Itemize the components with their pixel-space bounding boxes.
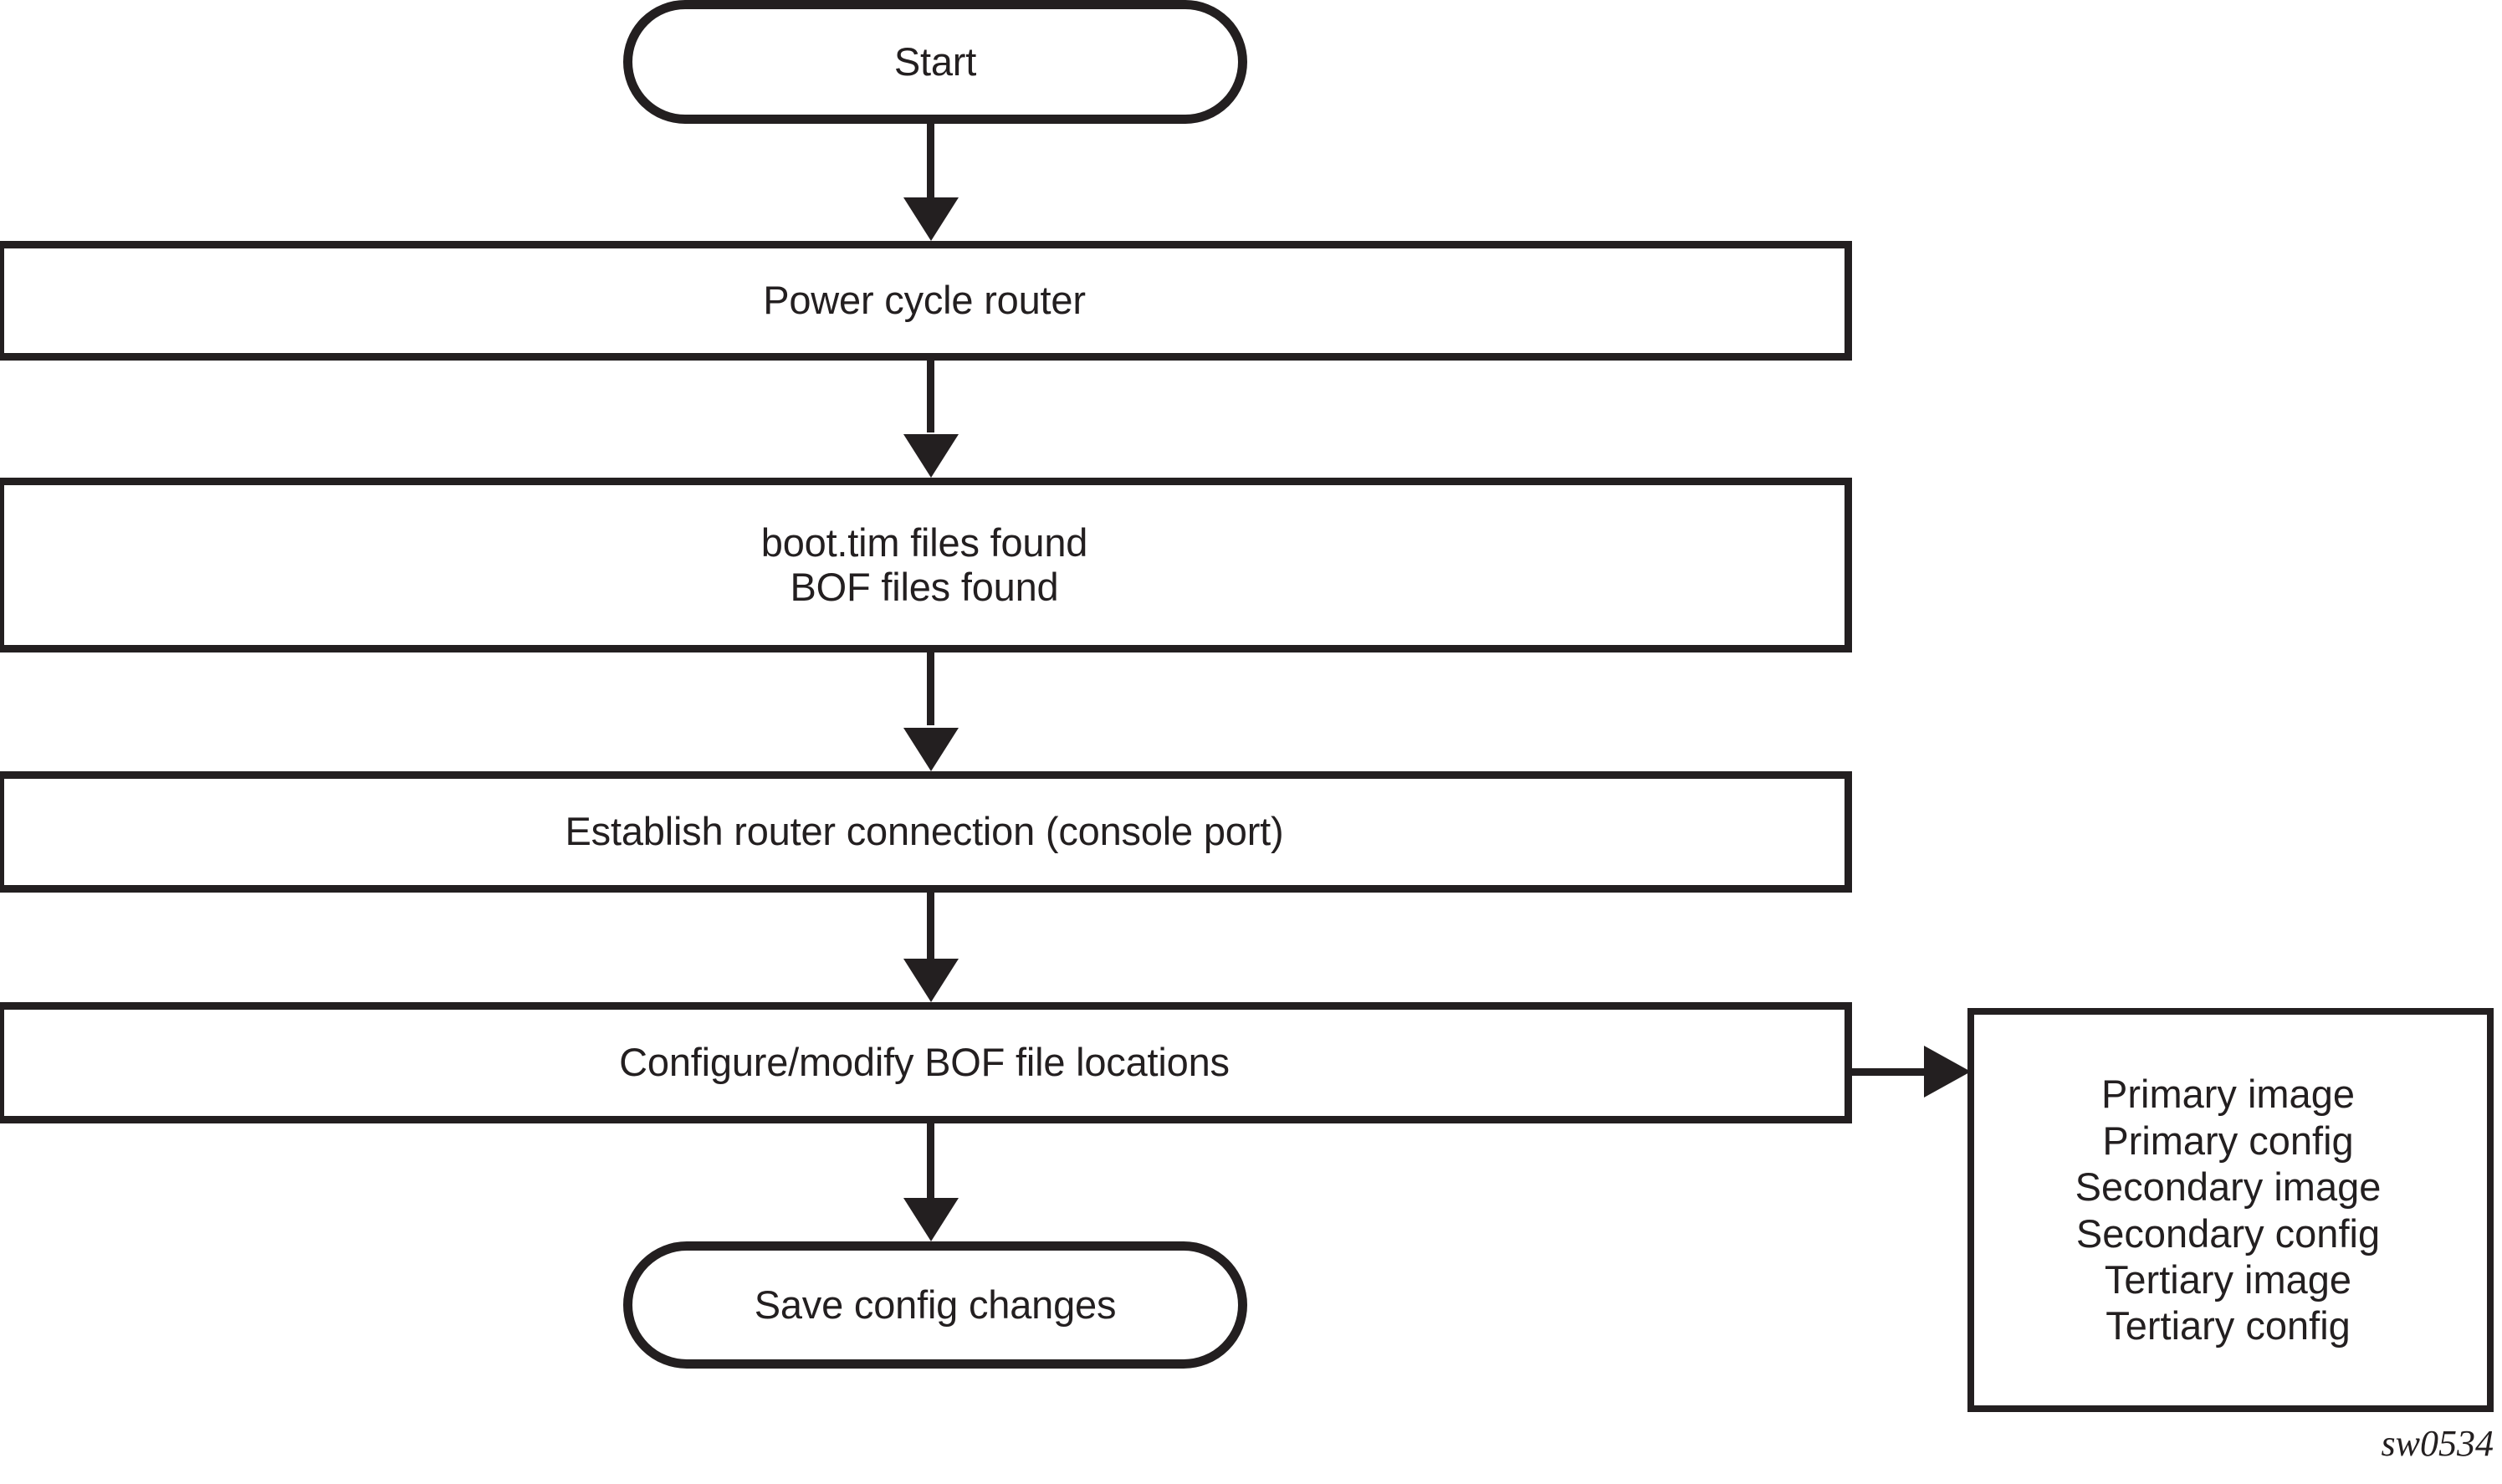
connector-start-to-power-cycle <box>927 122 934 204</box>
connector-configure-bof-to-save-config <box>927 1122 934 1198</box>
node-power-cycle-router-label: Power cycle router <box>763 278 1086 323</box>
node-save-config-changes-label: Save config changes <box>754 1282 1117 1327</box>
node-start-label: Start <box>893 38 977 84</box>
node-files-found-label: boot.tim files found BOF files found <box>760 519 1088 609</box>
node-configure-bof-label: Configure/modify BOF file locations <box>619 1040 1230 1085</box>
options-panel-item: Primary image <box>2101 1072 2355 1117</box>
node-configure-bof[interactable]: Configure/modify BOF file locations <box>0 1002 1852 1123</box>
connector-establish-connection-to-configure-bof <box>927 891 934 960</box>
arrowhead-down-icon <box>903 434 959 478</box>
options-panel-item: Secondary image <box>2075 1164 2382 1210</box>
arrowhead-right-icon <box>1924 1046 1971 1098</box>
options-panel-item: Secondary config <box>2075 1210 2381 1256</box>
node-save-config-changes[interactable]: Save config changes <box>623 1241 1247 1369</box>
node-establish-connection-label: Establish router connection (console por… <box>565 809 1284 854</box>
options-panel-item: Tertiary config <box>2105 1303 2351 1348</box>
arrowhead-down-icon <box>903 959 959 1002</box>
node-files-found[interactable]: boot.tim files found BOF files found <box>0 478 1852 652</box>
arrowhead-down-icon <box>903 1198 959 1241</box>
connector-files-found-to-establish-connection <box>927 651 934 725</box>
options-panel-item: Primary config <box>2102 1118 2354 1163</box>
arrowhead-down-icon <box>903 728 959 771</box>
options-panel[interactable]: Primary image Primary config Secondary i… <box>1967 1008 2494 1412</box>
arrowhead-down-icon <box>903 197 959 241</box>
options-panel-item: Tertiary image <box>2104 1256 2352 1302</box>
connector-power-cycle-to-files-found <box>927 359 934 432</box>
connector-configure-bof-to-options-panel <box>1849 1068 1939 1076</box>
node-establish-connection[interactable]: Establish router connection (console por… <box>0 771 1852 893</box>
node-power-cycle-router[interactable]: Power cycle router <box>0 241 1852 361</box>
node-start[interactable]: Start <box>623 0 1247 124</box>
figure-caption: sw0534 <box>2381 1423 2494 1464</box>
